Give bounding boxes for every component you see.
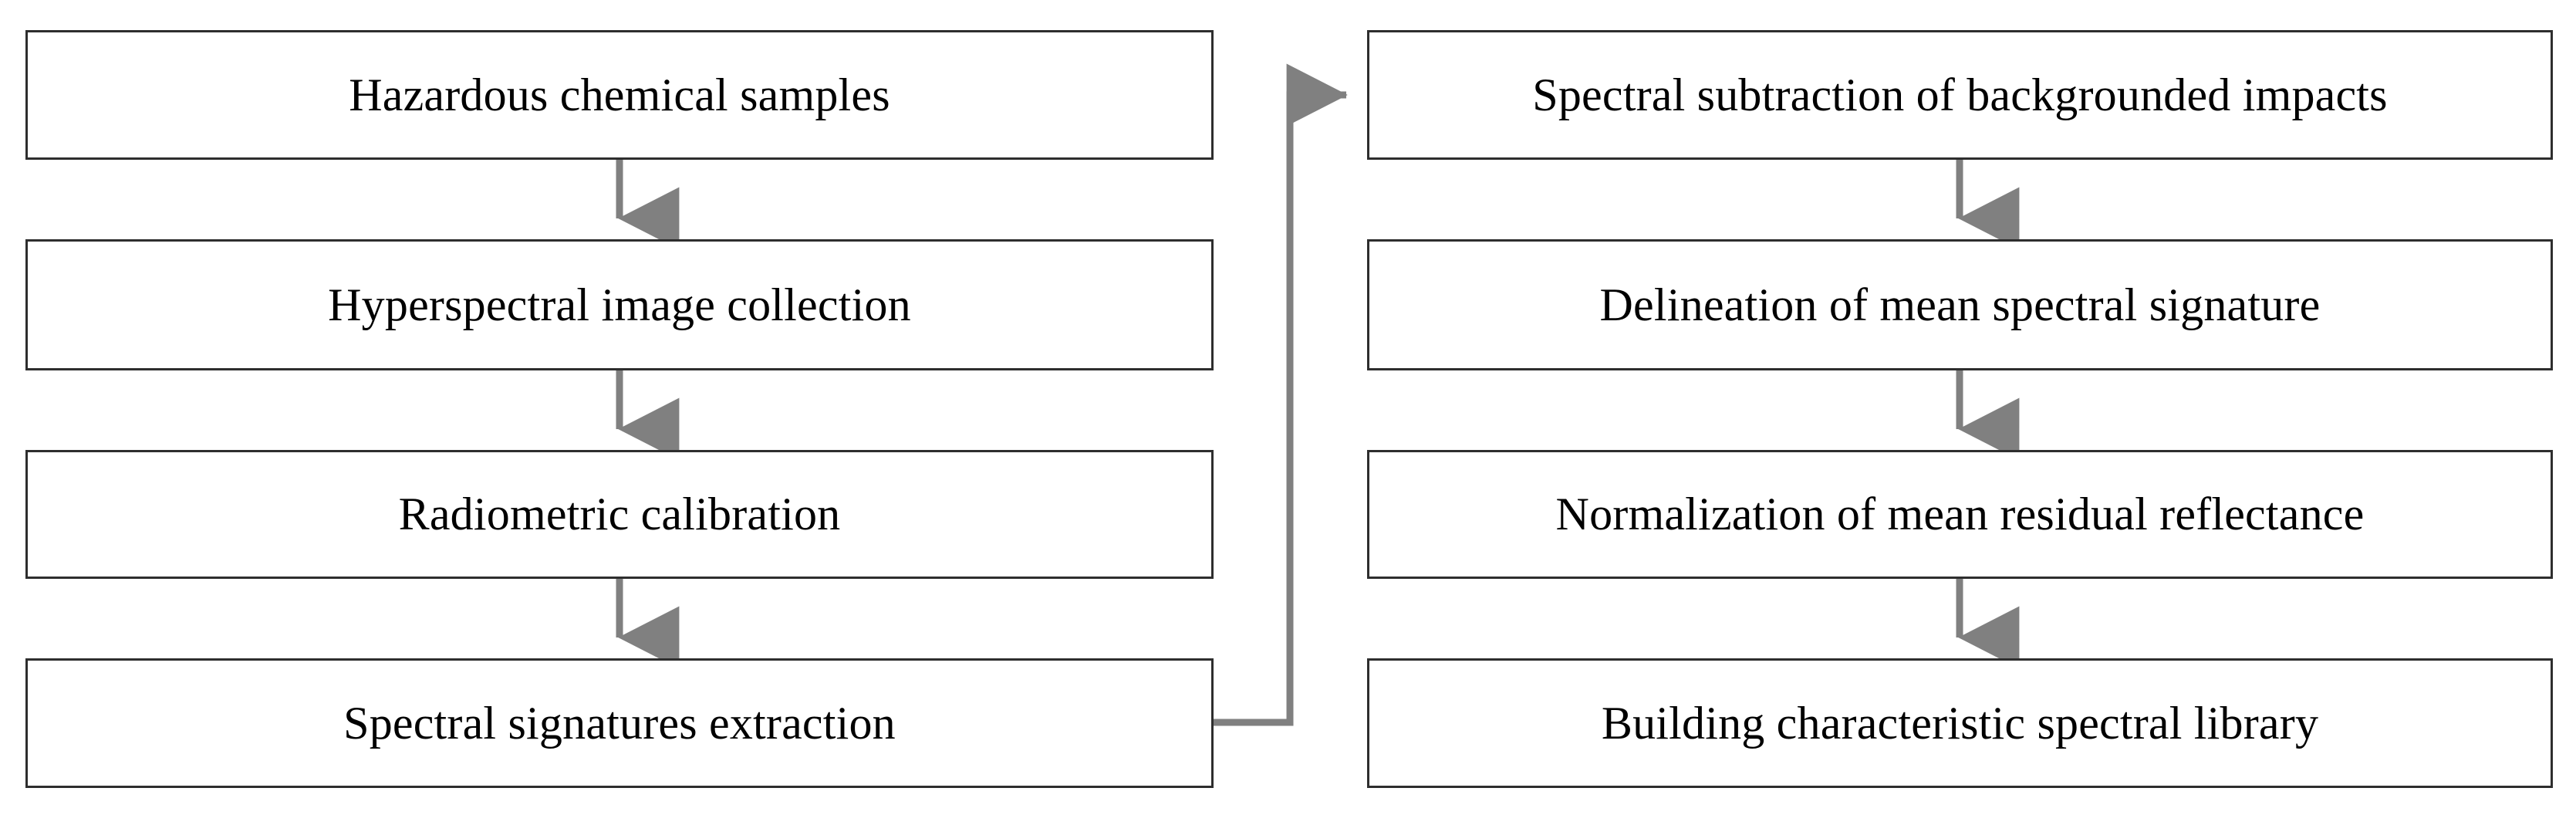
- node-label: Spectral signatures extraction: [343, 697, 896, 749]
- process-node-delineation-of-mean-spectral-signature[interactable]: Delineation of mean spectral signature: [1367, 239, 2553, 370]
- node-label: Building characteristic spectral library: [1601, 697, 2319, 749]
- node-label: Normalization of mean residual reflectan…: [1555, 489, 2365, 539]
- node-label: Radiometric calibration: [398, 489, 841, 539]
- node-label: Hyperspectral image collection: [328, 279, 911, 330]
- process-node-spectral-signatures-extraction[interactable]: Spectral signatures extraction: [25, 658, 1214, 788]
- arrow-node4-to-node5: [1214, 63, 1348, 726]
- process-node-building-characteristic-spectral-library[interactable]: Building characteristic spectral library: [1367, 658, 2553, 788]
- node-label: Hazardous chemical samples: [349, 69, 890, 120]
- process-node-hyperspectral-image-collection[interactable]: Hyperspectral image collection: [25, 239, 1214, 370]
- node-label: Delineation of mean spectral signature: [1599, 279, 2321, 330]
- process-node-normalization-of-mean-residual-reflectance[interactable]: Normalization of mean residual reflectan…: [1367, 450, 2553, 579]
- process-node-radiometric-calibration[interactable]: Radiometric calibration: [25, 450, 1214, 579]
- process-node-spectral-subtraction-of-backgrounded-impacts[interactable]: Spectral subtraction of backgrounded imp…: [1367, 30, 2553, 160]
- node-label: Spectral subtraction of backgrounded imp…: [1532, 69, 2388, 120]
- process-node-hazardous-chemical-samples[interactable]: Hazardous chemical samples: [25, 30, 1214, 160]
